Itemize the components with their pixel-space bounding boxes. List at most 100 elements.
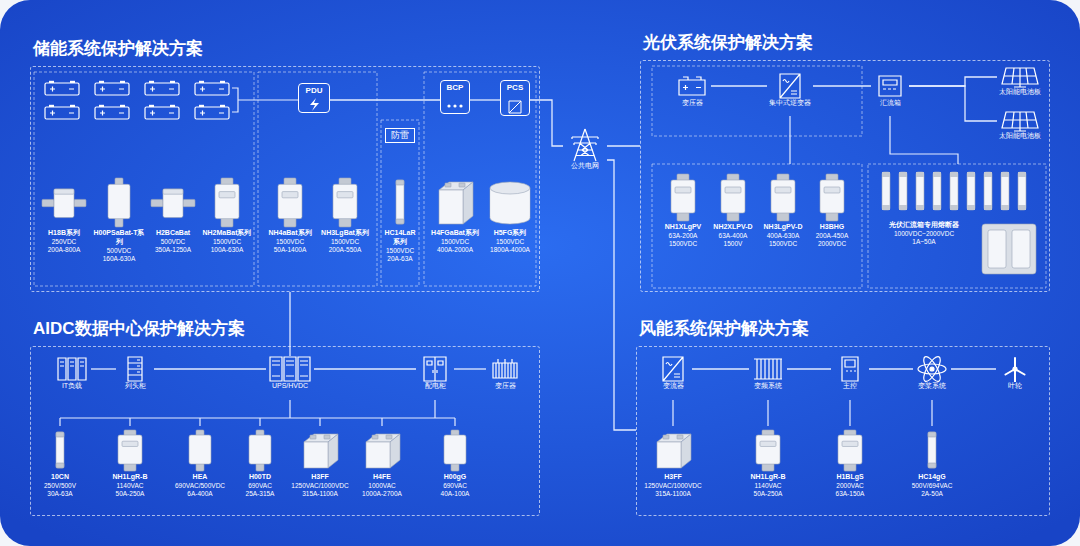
equipment-icon-part — [918, 356, 946, 382]
fuse-illustration-part — [445, 183, 451, 187]
equipment-icon — [268, 356, 312, 382]
equipment-label: UPS/HVDC — [268, 382, 312, 391]
product-spec: 20A-63A — [382, 255, 418, 263]
solution-region: 光伏系统保护解决方案变压器集中式逆变器汇流箱太阳能电池板太阳能电池板NH1XLg… — [640, 60, 1050, 292]
fuse-illustration-part — [163, 189, 183, 218]
product-spec: 1250VAC/1000VDC — [642, 482, 704, 490]
equipment-icon — [488, 356, 522, 382]
product-spec: 100A-630A — [201, 246, 253, 254]
connector-line — [692, 368, 749, 369]
fuse-illustration-part — [490, 182, 530, 194]
lightning-protection-box: 防雷 — [385, 128, 415, 143]
product-spec: 40A-100A — [430, 490, 480, 498]
fuse-illustration — [93, 176, 145, 228]
device-box: PCS — [500, 80, 530, 116]
equipment-icon-part — [58, 358, 86, 380]
fuse-set-illustration-part — [984, 172, 992, 210]
equipment-icon — [1000, 110, 1040, 132]
product-spec: 1140VAC — [740, 482, 796, 490]
product-name: NH2MaBat系列 — [201, 229, 253, 238]
product-spec: 200A-550A — [319, 246, 371, 254]
equipment-icon — [1000, 66, 1040, 88]
device-symbol-part — [459, 104, 462, 107]
product-spec: 63A-150A — [822, 490, 878, 498]
equipment-node: 配电柜 — [416, 356, 454, 391]
fuse-illustration-part — [56, 463, 64, 468]
product-spec: 690VAC — [430, 482, 480, 490]
product-name: NH2XLPV-D — [710, 223, 756, 232]
equipment-icon-part — [58, 358, 86, 380]
fuse-illustration-part — [444, 435, 466, 464]
fuse-illustration-part — [219, 192, 235, 198]
fuse-product: H18B系列250VDC200A-800A — [38, 176, 90, 255]
equipment-icon-part — [493, 359, 517, 378]
connector-line — [607, 160, 636, 430]
product-spec: 1000A-2700A — [354, 490, 410, 498]
product-name: H3BHG — [809, 223, 855, 232]
fuse-illustration — [234, 428, 286, 472]
fuse-illustration — [485, 176, 535, 228]
battery-symbol — [45, 81, 79, 95]
equipment-icon-part — [663, 357, 683, 381]
equipment-node: 集中式逆变器 — [767, 73, 813, 108]
fuse-illustration — [809, 172, 855, 222]
fuse-illustration-part — [663, 435, 669, 439]
fuse-product: HC14gG500V/694VAC2A-50A — [904, 428, 960, 499]
product-spec: 160A-630A — [93, 255, 145, 263]
fuse-product: NH3LgBat系列1500VDC200A-550A — [319, 176, 371, 255]
fuse-set-illustration-part — [899, 172, 907, 177]
fuse-set-illustration-part — [967, 205, 975, 210]
product-name: 10CN — [36, 473, 84, 482]
equipment-icon — [55, 356, 89, 382]
fuse-illustration-part — [249, 435, 271, 464]
equipment-node: 列头柜 — [116, 356, 154, 391]
product-spec: 1140VAC — [102, 482, 158, 490]
product-spec: 400A-2000A — [429, 246, 481, 254]
product-spec: 50A-250A — [740, 490, 796, 498]
equipment-icon-part — [270, 357, 310, 381]
tower-icon-part — [572, 129, 598, 161]
equipment-node: 变频系统 — [749, 356, 787, 391]
product-name: H3FF — [642, 473, 704, 482]
connector-line — [787, 368, 831, 369]
fuse-illustration-part — [396, 180, 404, 224]
fuse-illustration — [36, 428, 84, 472]
fuse-product: NH1LgR-B1140VAC50A-250A — [102, 428, 158, 499]
fuse-illustration-part — [183, 199, 195, 206]
fuse-illustration — [319, 176, 371, 228]
fuse-set-illustration-part — [988, 230, 1006, 268]
equipment-icon-part — [921, 356, 944, 382]
fuse-product: H1BLgS2000VAC63A-150A — [822, 428, 878, 499]
product-name: NH4aBat系列 — [264, 229, 316, 238]
product-spec: 1500V — [710, 240, 756, 248]
fuse-product: NH3LgPV-D400A-630A1500VDC — [760, 172, 806, 249]
product-spec: 1250VAC/1000VDC — [290, 482, 350, 490]
fuse-illustration-part — [675, 187, 691, 193]
product-spec: 1500VDC — [660, 240, 706, 248]
feeder-wire — [60, 400, 455, 426]
product-spec: 1500VDC — [485, 238, 535, 246]
feeder-wire — [673, 400, 932, 426]
product-spec: 50A-250A — [102, 490, 158, 498]
fuse-product: H4FE1000VAC1000A-2700A — [354, 428, 410, 499]
fuse-set-illustration-part — [882, 205, 890, 210]
fuse-set-illustration-part — [967, 172, 975, 210]
fuse-illustration — [740, 428, 796, 472]
fuse-illustration — [822, 428, 878, 472]
connector-line — [909, 86, 997, 121]
product-spec: 2A-50A — [904, 490, 960, 498]
connector-line — [470, 99, 500, 100]
product-spec: 1500VDC — [382, 247, 418, 255]
product-name: NH1LgR-B — [740, 473, 796, 482]
fuse-set-illustration-part — [1018, 205, 1026, 210]
fuse-set-illustration-part — [967, 172, 975, 177]
product-name: H2BCaBat — [147, 229, 199, 238]
fuse-illustration-part — [725, 187, 741, 193]
fuse-product: NH1LgR-B1140VAC50A-250A — [740, 428, 796, 499]
fuse-illustration-part — [671, 180, 695, 213]
fuse-set-illustration-part — [1001, 172, 1009, 177]
fuse-illustration — [429, 176, 481, 228]
fuse-set-illustration-part — [1001, 172, 1009, 210]
product-spec: 350A-1250A — [147, 246, 199, 254]
